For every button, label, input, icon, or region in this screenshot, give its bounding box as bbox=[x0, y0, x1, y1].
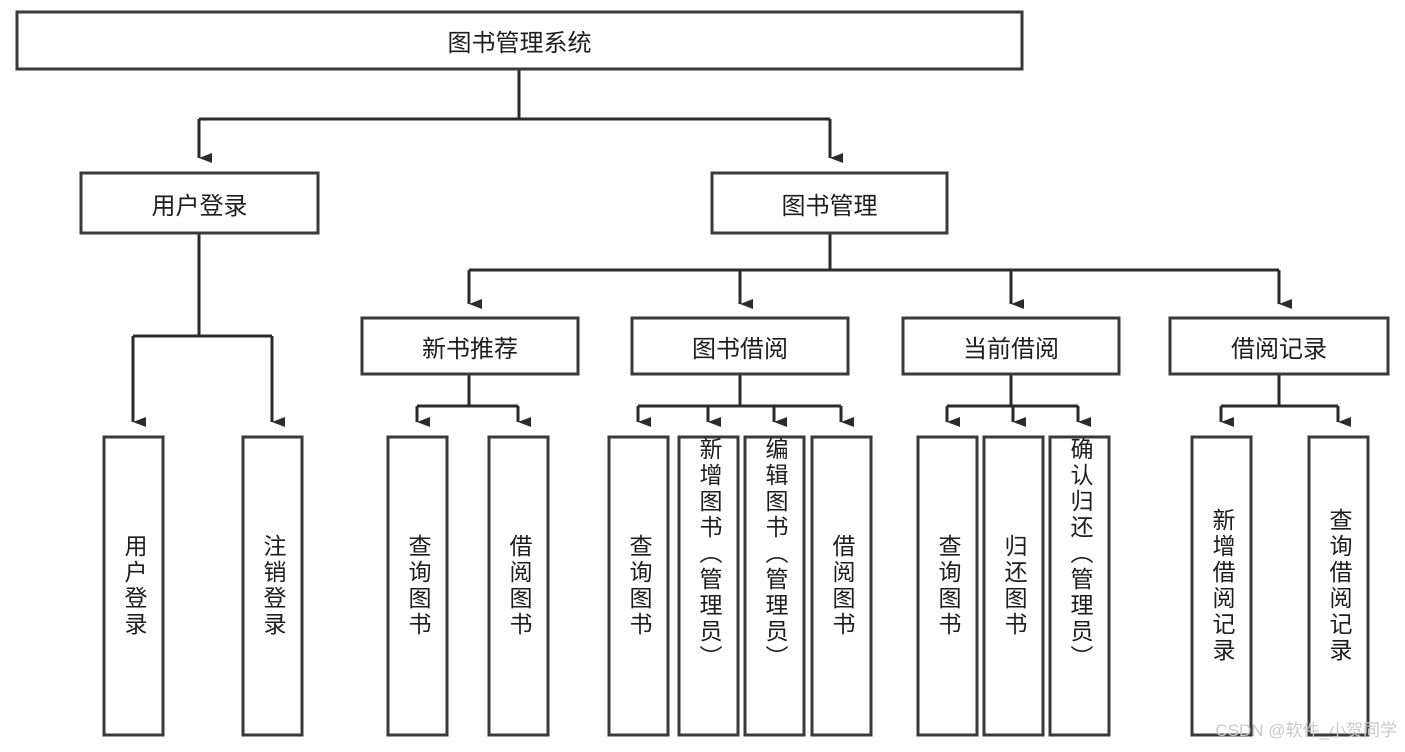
connector-group-record bbox=[1219, 374, 1351, 427]
node-box-borrow[interactable] bbox=[630, 316, 850, 376]
node-box-leaf-current-3[interactable] bbox=[1048, 435, 1111, 737]
node-box-new-book[interactable] bbox=[360, 316, 580, 376]
node-box-book-mgmt[interactable] bbox=[710, 171, 949, 235]
node-box-leaf-current-1[interactable] bbox=[916, 435, 979, 737]
node-box-user-login[interactable] bbox=[79, 171, 320, 235]
node-box-record[interactable] bbox=[1168, 316, 1390, 376]
node-box-leaf-new-book-2[interactable] bbox=[487, 435, 550, 737]
connector-group-current bbox=[945, 374, 1091, 427]
node-box-leaf-borrow-1[interactable] bbox=[607, 435, 670, 737]
node-box-leaf-current-2[interactable] bbox=[982, 435, 1045, 737]
node-box-leaf-record-2[interactable] bbox=[1307, 435, 1370, 737]
node-box-leaf-new-book-1[interactable] bbox=[386, 435, 449, 737]
connector-group-borrow bbox=[636, 374, 854, 427]
node-box-root[interactable] bbox=[15, 10, 1024, 71]
connector-group-user-login bbox=[131, 233, 285, 427]
node-box-leaf-user-login-1[interactable] bbox=[102, 435, 165, 737]
connector-group-new-book bbox=[415, 374, 531, 427]
node-box-leaf-borrow-4[interactable] bbox=[810, 435, 873, 737]
node-box-leaf-record-1[interactable] bbox=[1190, 435, 1253, 737]
node-box-leaf-borrow-3[interactable] bbox=[743, 435, 806, 737]
connector-group-book-mgmt bbox=[467, 233, 1292, 309]
node-box-current[interactable] bbox=[901, 316, 1121, 376]
node-box-leaf-borrow-2[interactable] bbox=[677, 435, 740, 737]
connector-group-root bbox=[197, 69, 843, 163]
node-box-leaf-user-login-2[interactable] bbox=[241, 435, 304, 737]
